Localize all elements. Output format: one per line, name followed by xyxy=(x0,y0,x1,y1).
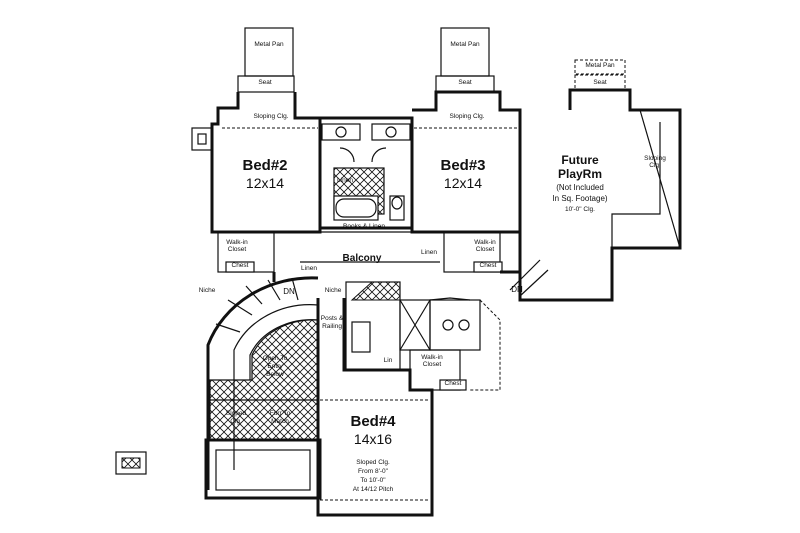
lin-small-label: Lin xyxy=(383,357,393,364)
dn-label-left: DN xyxy=(283,287,295,296)
furr-to-match-2: Match xyxy=(271,418,289,425)
linen-label-mid: Linen xyxy=(421,249,437,256)
future-label-4: In Sq. Footage) xyxy=(552,194,608,203)
chest-label-left: Chest xyxy=(231,262,249,269)
bed4-clg-3: To 10'-0" xyxy=(360,477,386,484)
chest-label-bed4: Chest xyxy=(444,380,462,387)
open-to-entry-2: Entry xyxy=(267,363,283,370)
bed3-size: 12x14 xyxy=(443,175,483,191)
posts-railing-1: Posts & xyxy=(320,315,344,322)
dn-label-right: DN xyxy=(511,285,523,294)
balcony-label: Balcony xyxy=(342,253,382,264)
balcony-walls xyxy=(272,270,522,296)
seat-label-right: Seat xyxy=(593,79,607,86)
sloping-clg-right: Sloping Clg. xyxy=(644,155,666,169)
future-label-2: PlayRm xyxy=(557,167,603,181)
chimney-left xyxy=(191,127,213,151)
sloped-clg-left-1: Sloped xyxy=(225,410,247,417)
metal-pan-left xyxy=(237,27,295,93)
metal-pan-right xyxy=(574,59,626,90)
books-linen-label: Books & Linen xyxy=(343,223,385,230)
walkin-closet-bed4 xyxy=(409,349,461,391)
linen-label-left: Linen xyxy=(301,265,317,272)
walkin-label-left: Walk-in Closet xyxy=(226,239,248,253)
bed2-title: Bed#2 xyxy=(242,157,288,174)
bed4-title: Bed#4 xyxy=(350,413,396,430)
bed4-clg-4: At 14/12 Pitch xyxy=(352,486,394,493)
metal-pan-label-left: Metal Pan xyxy=(254,41,284,48)
lower-alcove xyxy=(204,438,322,500)
seat-label-mid: Seat xyxy=(458,79,472,86)
walkin-label-mid: Walk-in Closet xyxy=(474,239,496,253)
furr-to-match-1: Furr To xyxy=(269,410,291,417)
bed4-clg-1: Sloped Clg. xyxy=(356,459,390,466)
niche-label-left: Niche xyxy=(198,287,216,294)
niche-label-mid: Niche xyxy=(324,287,342,294)
toilet xyxy=(389,195,405,221)
open-to-entry-1: Open To xyxy=(262,355,288,362)
linen-bath-label: Linen xyxy=(337,177,353,184)
open-to-entry-3: Below xyxy=(266,371,284,378)
seat-label-left: Seat xyxy=(258,79,272,86)
future-label-3: (Not Included xyxy=(556,183,604,192)
chimney-lower xyxy=(115,451,147,475)
sloped-clg-left-2: Clg. xyxy=(230,418,242,425)
bed4-size: 14x16 xyxy=(353,431,393,447)
bed4-clg-2: From 8'-0" xyxy=(358,468,388,475)
walkin-closet-mid xyxy=(443,231,501,273)
metal-pan-label-mid: Metal Pan xyxy=(450,41,480,48)
bed2-size: 12x14 xyxy=(245,175,285,191)
sloping-clg-left: Sloping Clg. xyxy=(253,113,289,120)
chest-label-mid: Chest xyxy=(479,262,497,269)
walkin-label-bed4: Walk-in Closet xyxy=(421,354,443,368)
metal-pan-label-right: Metal Pan xyxy=(585,62,615,69)
bed2-walls xyxy=(210,92,322,234)
future-label-5: 10'-0" Clg. xyxy=(565,206,595,213)
bed3-title: Bed#3 xyxy=(440,157,486,174)
sloping-clg-mid: Sloping Clg. xyxy=(449,113,485,120)
posts-railing-2: Railing xyxy=(322,323,342,330)
future-label-1: Future xyxy=(561,153,599,167)
